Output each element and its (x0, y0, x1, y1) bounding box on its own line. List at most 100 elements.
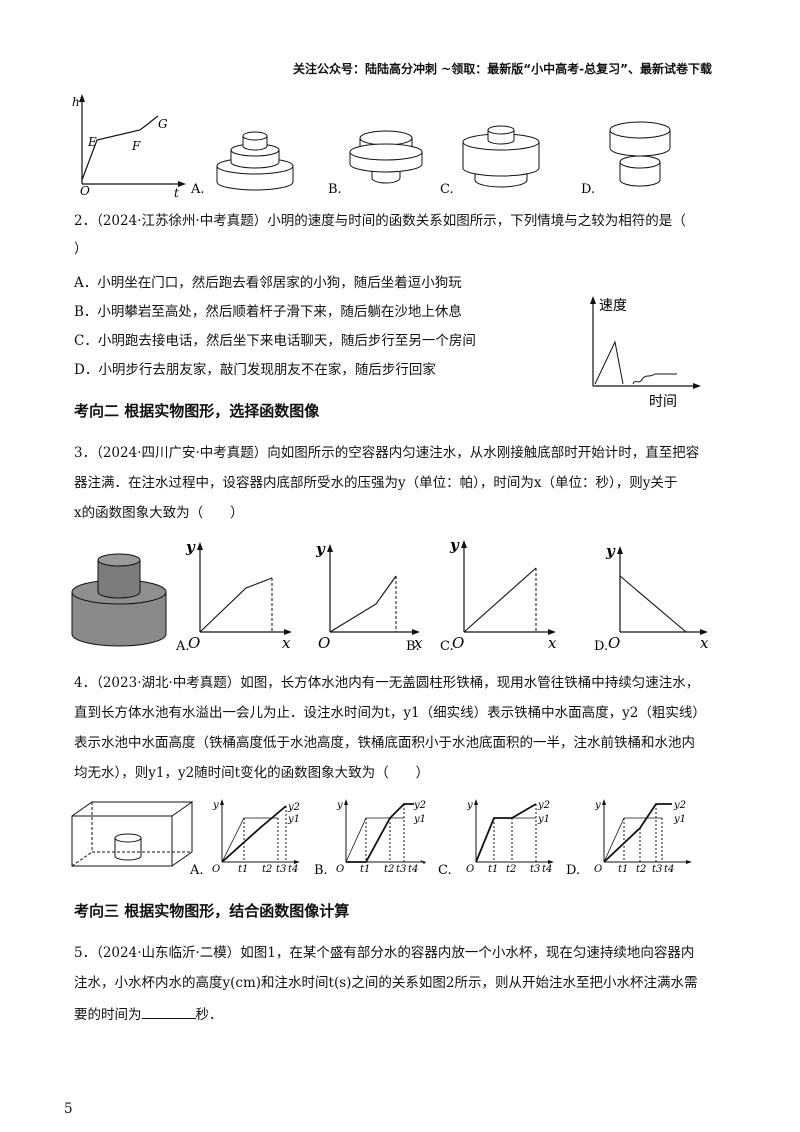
q4-a-t1: t1 (238, 864, 248, 875)
option-a-label: A. (190, 182, 205, 197)
q5-line2: 注水，小水杯内水的高度y(cm)和注水时间t(s)之间的关系如图2所示，则从开始… (74, 975, 698, 991)
q4-a-t2: t2 (262, 864, 272, 875)
q3-figure-row: y x O A. y x O B. y x O C. y x O (71, 536, 709, 654)
q2-graph-y-label: 速度 (599, 298, 627, 314)
q3-option-a: A. (175, 639, 190, 654)
q4-b-y: y (336, 800, 343, 811)
q3-option-d: D. (594, 639, 608, 654)
q4-b-t3: t3 (396, 864, 406, 875)
q3-d-y: y (605, 542, 616, 560)
q4-line3: 表示水池中水面高度（铁桶高度低于水池高度，铁桶底面积小于水池底面积的一半，注水前… (74, 735, 695, 751)
q4-d-o: O (594, 864, 602, 875)
q2-option-b: B．小明攀岩至高处，然后顺着杆子滑下来，随后躺在沙地上休息 (74, 304, 462, 320)
q3-graph-b: y x O B. (315, 540, 423, 654)
q4-a-o: O (212, 864, 220, 875)
point-f-label: F (131, 139, 141, 153)
solids-figure-row: h t O E F G A. B. C. D. (72, 94, 671, 200)
answer-blank[interactable] (141, 1004, 196, 1019)
q3-b-x: x (414, 634, 423, 652)
q3-b-y: y (315, 540, 326, 558)
q4-option-b: B. (314, 863, 328, 878)
q2-graph-x-label: 时间 (649, 394, 677, 410)
q4-d-t1: t1 (618, 864, 628, 875)
q4-d-y2: y2 (673, 800, 686, 811)
q4-pool (71, 801, 194, 867)
q4-graph-d: y y2 y1 O t1 t2 t3 t4 D. (566, 799, 692, 878)
point-e-label: E (87, 135, 97, 149)
q4-graph-a: y y2 y1 O t1 t2 t3 t4 A. (189, 799, 300, 878)
q4-c-y1: y1 (537, 814, 550, 825)
page-header: 关注公众号：陆陆高分冲刺 ~领取：最新版“小中高考-总复习”、最新试卷下载 (293, 62, 712, 76)
axis-t-label: t (174, 186, 179, 200)
q5-line1: 5．（2024·山东临沂·二模）如图1，在某个盛有部分水的容器内放一个小水杯，现… (74, 945, 695, 961)
option-c-label: C. (440, 182, 454, 197)
q3-option-b: B. (406, 639, 420, 654)
q2-option-a: A．小明坐在门口，然后跑去看邻居家的小狗，随后坐着逗小狗玩 (74, 275, 462, 291)
option-b-label: B. (328, 182, 342, 197)
q5-line3-post: 秒． (195, 1007, 223, 1023)
q4-d-t2: t2 (636, 864, 646, 875)
q4-option-a: A. (189, 863, 204, 878)
q4-graph-b: y y2 y1 O t1 t2 t3 t4 B. (314, 799, 426, 878)
q3-d-x: x (700, 634, 709, 652)
q4-c-y: y (466, 800, 473, 811)
section2-title: 考向二 根据实物图形，选择函数图像 (74, 402, 320, 420)
q5-line3: 要的时间为 秒． (74, 1004, 223, 1026)
page-number: 5 (64, 1101, 73, 1117)
q3-graph-a: y x O A. (175, 538, 292, 654)
q4-graph-c: y y2 y1 O t1 t2 t3 t4 C. (438, 799, 554, 878)
q3-line3: x的函数图象大致为（ ） (74, 505, 244, 521)
q3-a-x: x (282, 634, 291, 652)
q3-option-c: C. (440, 639, 454, 654)
solid-d (609, 121, 671, 187)
q4-c-o: O (466, 864, 474, 875)
q4-b-y1: y1 (413, 814, 426, 825)
q4-a-y: y (212, 800, 219, 811)
q4-line4: 均无水），则y1，y2随时间t变化的函数图象大致为（ ） (74, 765, 430, 781)
q4-b-t1: t1 (360, 864, 370, 875)
q4-line2: 直到长方体水池有水溢出一会儿为止．设注水时间为t，y1（细实线）表示铁桶中水面高… (74, 705, 706, 721)
q3-c-x: x (548, 634, 557, 652)
q4-c-t3: t3 (530, 864, 540, 875)
origin-label: O (80, 184, 90, 198)
q4-a-y1: y1 (287, 814, 300, 825)
q4-option-c: C. (438, 863, 452, 878)
q4-a-y2: y2 (287, 802, 300, 813)
q4-b-y2: y2 (413, 800, 426, 811)
q4-b-t2: t2 (384, 864, 394, 875)
q4-a-t3: t3 (276, 864, 286, 875)
q3-line2: 器注满．在注水过程中，设容器内底部所受水的压强为y（单位：帕），时间为x（单位：… (74, 475, 678, 491)
q4-option-d: D. (566, 863, 580, 878)
q3-container (71, 553, 167, 647)
q4-c-t2: t2 (506, 864, 516, 875)
q2-option-c: C．小明跑去接电话，然后坐下来电话聊天，随后步行至另一个房间 (74, 333, 476, 349)
q5-line3-pre: 要的时间为 (74, 1007, 142, 1023)
q3-c-o: O (452, 634, 464, 652)
q2-stem: 2．（2024·江苏徐州·中考真题）小明的速度与时间的函数关系如图所示，下列情境… (74, 213, 686, 229)
solid-c (462, 125, 540, 188)
q4-figure-row: y y2 y1 O t1 t2 t3 t4 A. y y2 y1 O t1 t2… (71, 799, 692, 878)
axis-h-label: h (72, 95, 80, 109)
solid-b (349, 130, 423, 184)
q4-a-t4: t4 (288, 864, 298, 875)
h-t-graph: h t O E F G (72, 94, 186, 200)
option-d-label: D. (581, 182, 595, 197)
q4-c-t1: t1 (488, 864, 498, 875)
q3-graph-c: y x O C. (440, 536, 557, 654)
q2-option-d: D．小明步行去朋友家，敲门发现朋友不在家，随后步行回家 (74, 362, 436, 378)
section3-title: 考向三 根据实物图形，结合函数图像计算 (74, 902, 350, 920)
q4-c-t4: t4 (542, 864, 552, 875)
q4-c-y2: y2 (537, 800, 550, 811)
solid-a (216, 131, 294, 191)
q4-d-t4: t4 (664, 864, 674, 875)
q4-b-o: O (336, 864, 344, 875)
q4-d-y: y (594, 800, 601, 811)
q4-line1: 4．（2023·湖北·中考真题）如图，长方体水池内有一无盖圆柱形铁桶，现用水管往… (74, 675, 700, 691)
q3-graph-d: y x O D. (594, 542, 709, 654)
q2-stem-end: ） (74, 241, 88, 257)
q4-b-t4: t4 (408, 864, 418, 875)
q3-d-o: O (608, 634, 620, 652)
q4-d-y1: y1 (673, 814, 686, 825)
q3-b-o: O (318, 634, 330, 652)
q3-c-y: y (449, 536, 460, 554)
